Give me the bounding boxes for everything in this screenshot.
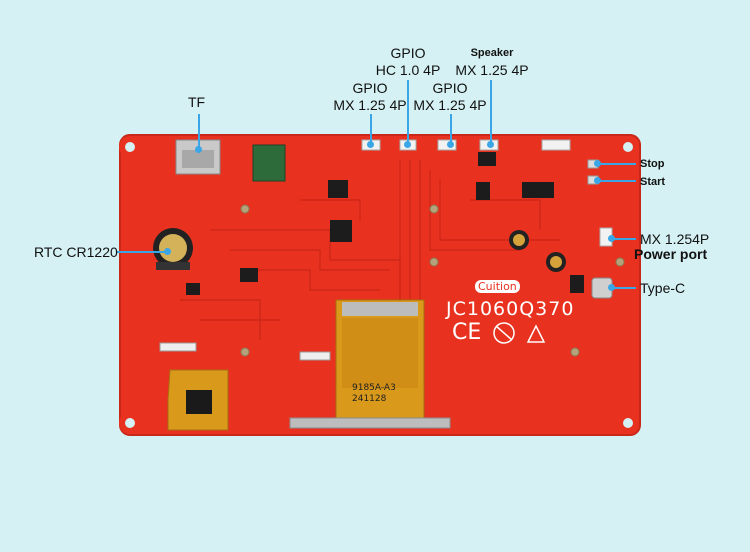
tf-label: TF [188,94,206,110]
rtc-leader-line [116,251,166,253]
tf-leader-line [198,114,200,148]
gpio-hc-leader-line [407,80,409,144]
touch-fpc [167,369,229,431]
pcb-capacitors [509,230,566,272]
tf-leader-dot [195,146,202,153]
power-port-label: Power port [634,246,708,262]
pcb-board [119,134,641,436]
stop-leader-dot [594,160,601,167]
fpc-connector-left [159,342,197,352]
gpio-left-leader-dot [367,141,374,148]
stop-leader-line [598,163,636,165]
mx-power-leader-dot [608,235,615,242]
gpio-right-leader-line [450,114,452,144]
type-c-leader-line [612,287,636,289]
fpc-code: 9185A-A3 [352,383,396,393]
start-leader-dot [594,177,601,184]
gpio-hc-label-title: GPIO [390,45,426,61]
type-c-label: Type-C [640,280,686,296]
rtc-leader-dot [164,248,171,255]
gpio-left-leader-line [370,114,372,144]
display-fpc [289,299,451,429]
gpio-right-leader-dot [447,141,454,148]
gpio-hc-label-spec: HC 1.0 4P [375,62,441,78]
rtc-label: RTC CR1220 [34,244,118,260]
pcb-traces [180,160,560,340]
speaker-leader-dot [487,141,494,148]
board-model: JC1060Q370 [446,298,575,320]
board-brand: Cuition [475,280,520,293]
speaker-label-spec: MX 1.25 4P [455,62,529,78]
rtc-battery-holder [153,228,193,270]
gpio-right-label-spec: MX 1.25 4P [413,97,487,113]
board-ce-mark: CE [452,320,482,345]
pcb-ics [186,152,584,295]
gpio-left-label-title: GPIO [352,80,388,96]
mx-power-label: MX 1.254P [640,231,710,247]
pcb-holes [240,204,625,357]
gpio-left-label-spec: MX 1.25 4P [333,97,407,113]
speaker-leader-line [490,80,492,144]
stop-label: Stop [640,158,665,170]
cert-marks [493,322,546,344]
gpio-hc-leader-dot [404,141,411,148]
speaker-label-title: Speaker [470,47,514,59]
fpc-connector-mid [299,351,331,361]
fpc-date: 241128 [352,394,387,404]
type-c-leader-dot [608,284,615,291]
mx-power-leader-line [612,238,636,240]
start-label: Start [640,176,666,188]
start-leader-line [598,180,636,182]
gpio-right-label-title: GPIO [432,80,468,96]
wifi-module [252,144,286,182]
